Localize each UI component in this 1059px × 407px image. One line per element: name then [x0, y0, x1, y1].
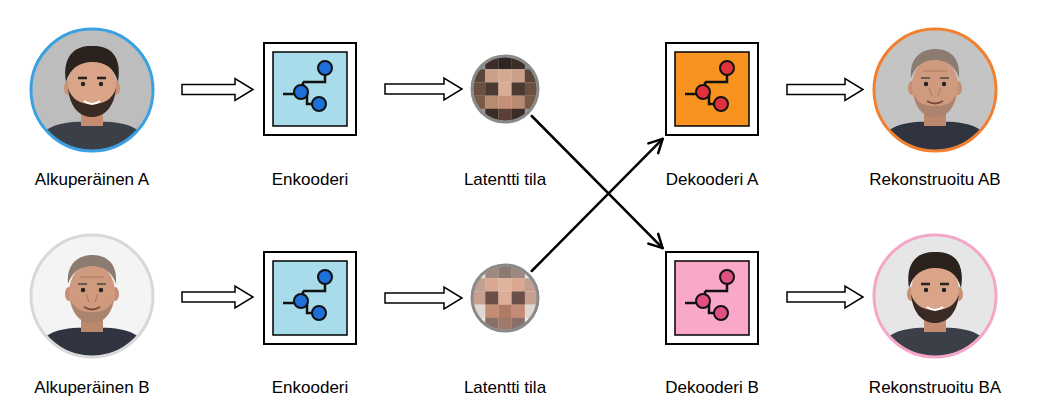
node-shape: [263, 42, 357, 136]
latent-node: Latentti tila: [472, 265, 538, 331]
node-shape: [472, 265, 538, 331]
connector-arrow: [182, 79, 253, 101]
connector-arrow: [385, 287, 462, 309]
encoder-node: Enkooderi: [263, 42, 357, 136]
face-photo: [874, 29, 996, 152]
face-photo: [31, 235, 153, 358]
connector-arrow: [182, 286, 253, 308]
node-shape: [665, 251, 759, 345]
node-label: Alkuperäinen A: [35, 170, 149, 190]
node-label: Latentti tila: [464, 170, 546, 190]
node-label: Alkuperäinen B: [34, 378, 149, 398]
photo-node: Rekonstruoitu BA: [873, 234, 997, 358]
decoder-chip: [666, 252, 758, 344]
node-label: Dekooderi A: [666, 170, 759, 190]
node-shape: [873, 234, 997, 358]
node-label: Enkooderi: [272, 170, 349, 190]
node-shape: [665, 42, 759, 136]
node-shape: [30, 234, 154, 358]
node-shape: [263, 251, 357, 345]
node-label: Rekonstruoitu AB: [869, 170, 1000, 190]
node-shape: [30, 28, 154, 152]
face-photo: [31, 29, 153, 152]
latent-node: Latentti tila: [472, 56, 538, 122]
photo-node: Alkuperäinen B: [30, 234, 154, 358]
connector-arrow: [385, 78, 462, 100]
latent-pixels: [472, 265, 538, 331]
encoder-node: Enkooderi: [263, 251, 357, 345]
node-shape: [472, 56, 538, 122]
connector-arrow: [532, 139, 663, 271]
decoder-chip: [666, 43, 758, 135]
face-photo: [874, 235, 996, 358]
photo-node: Rekonstruoitu AB: [873, 28, 997, 152]
node-label: Latentti tila: [464, 378, 546, 398]
photo-node: Alkuperäinen A: [30, 28, 154, 152]
node-label: Enkooderi: [272, 378, 349, 398]
node-label: Rekonstruoitu BA: [869, 378, 1001, 398]
encoder-chip: [264, 252, 356, 344]
decoder-node: Dekooderi B: [665, 251, 759, 345]
encoder-chip: [264, 43, 356, 135]
node-label: Dekooderi B: [665, 378, 759, 398]
connector-arrow: [787, 79, 863, 101]
latent-pixels: [472, 56, 538, 122]
connector-arrow: [787, 286, 863, 308]
decoder-node: Dekooderi A: [665, 42, 759, 136]
node-shape: [873, 28, 997, 152]
connector-arrow: [532, 116, 663, 248]
